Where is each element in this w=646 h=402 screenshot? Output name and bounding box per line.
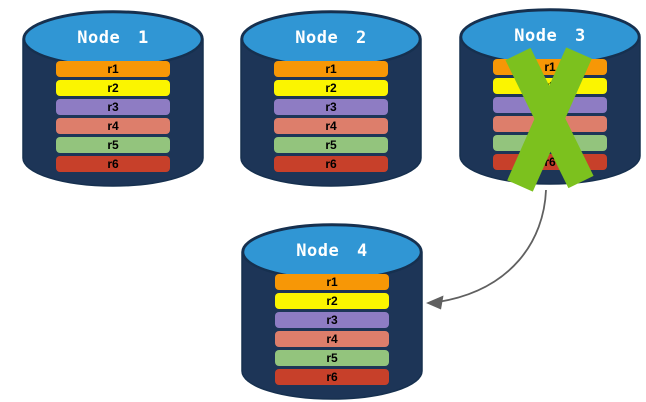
replica-label: r3 [107,100,119,114]
replica-label: r6 [544,155,556,169]
replica-bar: r6 [493,154,607,170]
replica-label: r6 [325,157,337,171]
node-1: Node 1 r1 r2 r3 r4 r5 r6 [21,8,205,190]
replica-bar: r5 [274,137,388,153]
replica-bar: r3 [493,97,607,113]
replica-bar: r1 [274,61,388,77]
replica-label: r5 [325,138,337,152]
replica-bar: r3 [274,99,388,115]
replica-label: r4 [107,119,119,133]
replica-bar: r2 [275,293,389,309]
replica-bar: r2 [274,80,388,96]
replica-label: r2 [107,81,119,95]
replica-label: r2 [544,79,556,93]
replica-bar: r6 [274,156,388,172]
replica-list: r1 r2 r3 r4 r5 r6 [274,61,388,175]
node-title: Node 1 [77,28,149,48]
node-title: Node 2 [295,28,367,48]
replica-bar: r1 [493,59,607,75]
replica-label: r2 [325,81,337,95]
replica-bar: r5 [56,137,170,153]
replica-label: r3 [325,100,337,114]
replica-label: r1 [326,275,338,289]
replica-list: r1 r2 r3 r4 r5 r6 [493,59,607,173]
replica-label: r1 [325,62,337,76]
node-3: Node 3 r1 r2 r3 r4 r5 r6 [458,6,642,192]
replica-list: r1 r2 r3 r4 r5 r6 [56,61,170,175]
replica-bar: r2 [493,78,607,94]
replica-bar: r4 [56,118,170,134]
node-4: Node 4 r1 r2 r3 r4 r5 r6 [240,221,424,402]
replica-bar: r2 [56,80,170,96]
replica-bar: r5 [275,350,389,366]
replica-label: r1 [544,60,556,74]
replica-bar: r4 [274,118,388,134]
replica-label: r6 [107,157,119,171]
replica-bar: r5 [493,135,607,151]
replica-label: r5 [107,138,119,152]
replica-bar: r6 [56,156,170,172]
replica-bar: r6 [275,369,389,385]
replica-bar: r1 [275,274,389,290]
replica-bar: r4 [275,331,389,347]
replica-list: r1 r2 r3 r4 r5 r6 [275,274,389,388]
replica-label: r4 [325,119,337,133]
replica-label: r1 [107,62,119,76]
replica-bar: r3 [275,312,389,328]
replica-label: r5 [326,351,338,365]
replica-label: r6 [326,370,338,384]
replica-label: r3 [544,98,556,112]
node-title: Node 4 [296,241,368,261]
replica-bar: r1 [56,61,170,77]
replica-bar: r3 [56,99,170,115]
node-title: Node 3 [514,26,586,46]
replica-bar: r4 [493,116,607,132]
replica-label: r3 [326,313,338,327]
replica-label: r5 [544,136,556,150]
replica-label: r4 [544,117,556,131]
replica-label: r2 [326,294,338,308]
replica-label: r4 [326,332,338,346]
node-2: Node 2 r1 r2 r3 r4 r5 r6 [239,8,423,190]
